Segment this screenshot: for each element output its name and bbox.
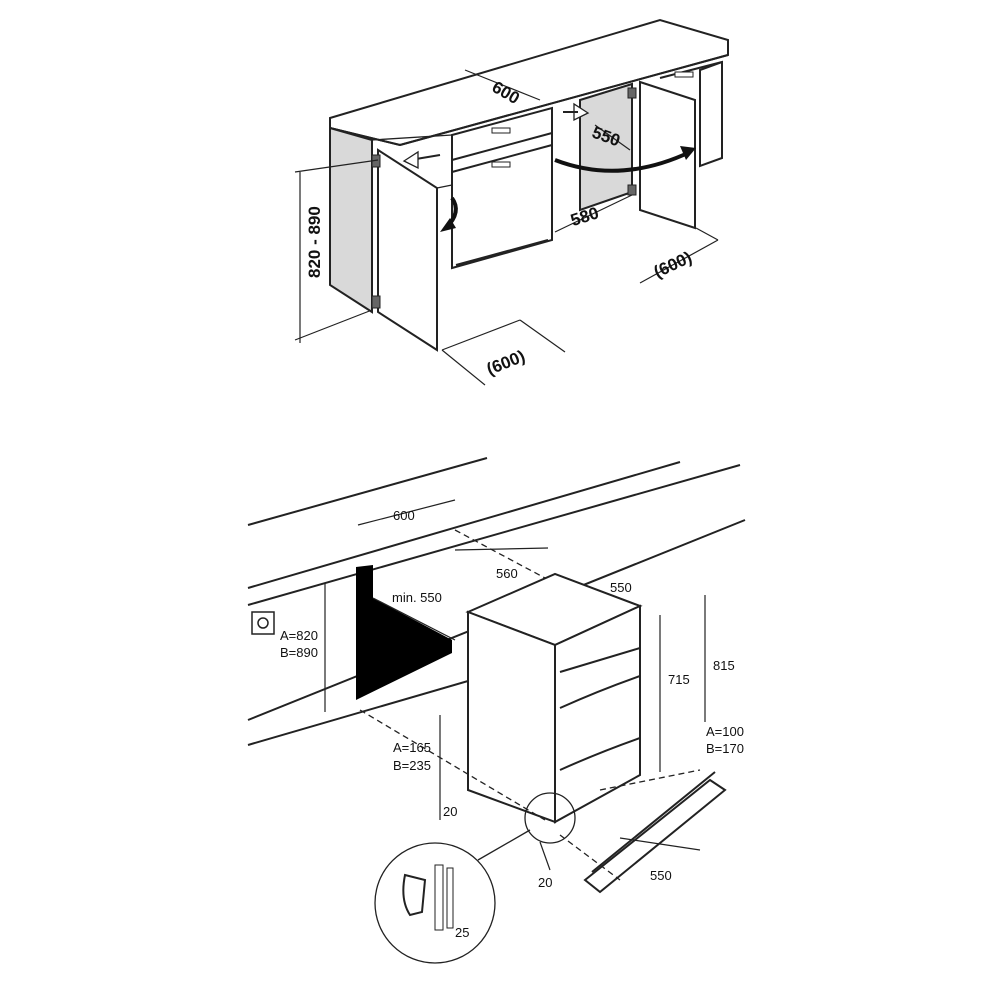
dim-base-left: 20 [443, 804, 457, 819]
dim-height-a: A=820 [280, 628, 318, 643]
hinge-icon [627, 87, 637, 99]
dim-height-range: 820 - 890 [305, 206, 324, 278]
hinge-icon [627, 184, 637, 196]
dim-door-width-right: (600) [651, 248, 695, 282]
dim-min-depth: min. 550 [392, 590, 442, 605]
left-door [377, 148, 438, 352]
power-socket-icon [251, 611, 275, 635]
appliance-front [554, 604, 641, 824]
left-side-panel [329, 126, 373, 314]
dim-plinth-a: A=165 [393, 740, 431, 755]
dim-plinth-b: B=235 [393, 758, 431, 773]
drawer-handle-icon [674, 71, 694, 78]
dim-inner-depth: 580 [568, 203, 601, 230]
dim-width: 600 [393, 508, 415, 523]
top-cabinet-view: 600 550 820 - 890 580 (600) (600) [294, 18, 729, 386]
dim-height-b: B=890 [280, 645, 318, 660]
dim-appliance-height: 715 [668, 672, 690, 687]
dim-offset-a: A=100 [706, 724, 744, 739]
dim-offset-b: B=170 [706, 741, 744, 756]
hinge-icon [371, 295, 381, 309]
bottom-installation-view: 600 560 min. 550 550 A=820 B=890 715 815… [247, 457, 746, 964]
dim-base-right: 20 [538, 875, 552, 890]
right-niche-wall [579, 82, 633, 212]
dim-detail: 25 [455, 925, 469, 940]
appliance-side [467, 610, 556, 824]
plinth-panel [583, 778, 727, 894]
dim-appliance-total: 815 [713, 658, 735, 673]
arrow-head-icon [440, 218, 456, 232]
swing-arrow-right [554, 150, 691, 173]
detail-bracket [402, 873, 427, 917]
drawer-handle-icon [491, 161, 511, 168]
dim-appliance-depth: 550 [610, 580, 632, 595]
drawer-handle-icon [491, 127, 511, 134]
arrow-icon [402, 150, 419, 170]
arrow-head-icon [680, 146, 696, 160]
detail-circle [374, 842, 496, 964]
niche-black-area [356, 565, 452, 700]
right-cabinet [699, 60, 723, 168]
dim-door-width-left: (600) [484, 347, 528, 379]
dim-plinth-width: 550 [650, 868, 672, 883]
dim-niche-depth: 560 [496, 566, 518, 581]
